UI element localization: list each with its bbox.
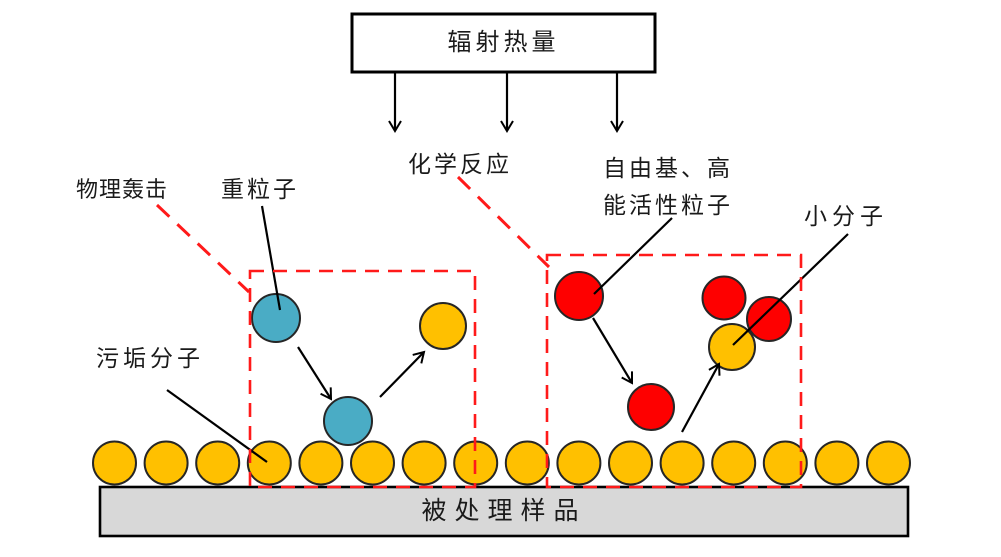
surface-dirt-molecule [556, 440, 602, 486]
surface-dirt-molecule [350, 440, 395, 486]
heavy-particle-incoming [251, 293, 301, 343]
label-dashed-pointers [155, 175, 551, 294]
radiation-heat-box [350, 12, 657, 74]
treated-sample-bar [98, 485, 910, 538]
sputtered-dirt-molecule [419, 302, 467, 350]
surface-dirt-molecule [659, 440, 705, 486]
treated-sample-label: 被处理样品 [421, 497, 587, 525]
surface-dirt-molecule [762, 440, 808, 486]
surface-dirt-molecule [608, 440, 653, 486]
free-radical-label: 自由基、高 能活性粒子 [603, 150, 733, 224]
cluster-radical-right [746, 296, 792, 342]
small-molecule-label: 小分子 [804, 204, 888, 229]
physical-bombardment-region [248, 269, 477, 489]
free-radical-label-line2: 能活性粒子 [603, 193, 733, 218]
free-radical-reacting [627, 383, 675, 431]
heavy-particle-label: 重粒子 [221, 177, 299, 202]
heavy-particle-landed [323, 396, 373, 446]
surface-dirt-molecule [195, 440, 241, 486]
surface-dirt-molecule [814, 440, 860, 486]
chemical-reaction-label: 化学反应 [408, 152, 512, 177]
surface-dirt-molecule [504, 440, 550, 486]
surface-dirt-molecules [92, 440, 911, 486]
motion-arrows [297, 317, 721, 433]
chemical-reaction-region [545, 253, 803, 489]
surface-dirt-molecule [92, 440, 137, 486]
surface-dirt-molecule [401, 440, 447, 486]
free-radical-label-line1: 自由基、高 [603, 156, 733, 181]
free-radical-incoming [554, 271, 604, 321]
dirt-molecule-label: 污垢分子 [96, 346, 204, 371]
radiation-arrows [388, 72, 624, 133]
cluster-radical-left [701, 275, 747, 321]
radiation-heat-label: 辐射热量 [447, 29, 560, 56]
surface-dirt-molecule [711, 440, 757, 486]
surface-dirt-molecule [246, 440, 292, 486]
surface-dirt-molecule [143, 440, 189, 486]
surface-dirt-molecule [866, 440, 911, 486]
surface-dirt-molecule [298, 440, 344, 486]
physical-bombardment-label: 物理轰击 [76, 177, 169, 202]
